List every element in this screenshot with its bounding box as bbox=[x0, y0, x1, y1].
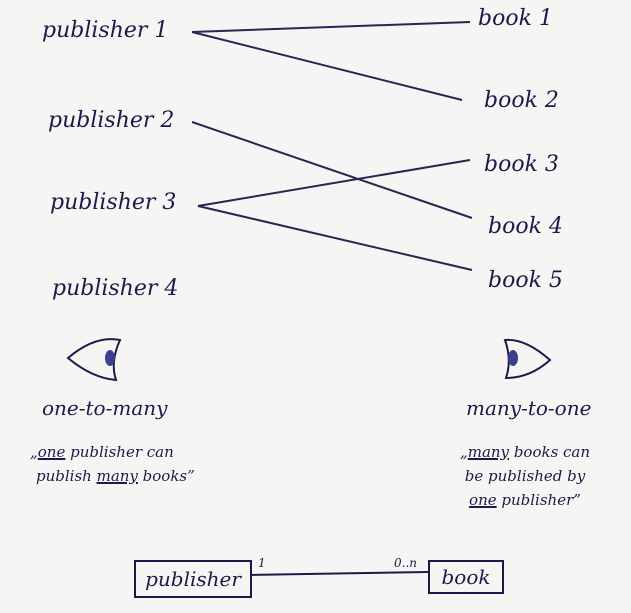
eye-icon bbox=[66, 338, 122, 382]
quote-text: „ bbox=[30, 443, 38, 461]
quote-text: publisher can bbox=[65, 443, 174, 461]
one-to-many-quote: „one publisher can publish many books” bbox=[30, 440, 195, 488]
quote-line: „one publisher can bbox=[30, 440, 195, 464]
quote-text: publisher” bbox=[496, 491, 581, 509]
publisher-node-3: publisher 3 bbox=[50, 190, 177, 215]
uml-book-label: book bbox=[441, 565, 491, 589]
eye-icon bbox=[503, 338, 552, 380]
publisher-node-4: publisher 4 bbox=[52, 276, 179, 301]
quote-line: be published by bbox=[464, 467, 586, 485]
link-p1-b1 bbox=[191, 21, 471, 33]
uml-association-line bbox=[249, 571, 429, 576]
quote-line: „many books can bbox=[430, 440, 620, 464]
quote-text: publish bbox=[36, 467, 97, 485]
book-node-4: book 4 bbox=[488, 214, 563, 239]
quote-emphasis: many bbox=[467, 443, 510, 461]
quote-emphasis: many bbox=[96, 467, 138, 485]
one-to-many-title: one-to-many bbox=[42, 396, 168, 420]
link-p3-b5 bbox=[197, 205, 473, 271]
quote-emphasis: one bbox=[469, 491, 497, 509]
link-p2-b4 bbox=[191, 121, 473, 219]
many-to-one-title: many-to-one bbox=[466, 396, 592, 420]
link-p3-b3 bbox=[197, 159, 471, 207]
quote-emphasis: one bbox=[37, 443, 66, 461]
link-p1-b2 bbox=[191, 31, 463, 101]
uml-publisher-label: publisher bbox=[145, 567, 241, 591]
quote-line: publish many books” bbox=[30, 464, 195, 488]
book-node-1: book 1 bbox=[478, 6, 553, 31]
publisher-node-1: publisher 1 bbox=[42, 18, 169, 43]
book-node-5: book 5 bbox=[488, 268, 563, 293]
uml-right-cardinality: 0..n bbox=[394, 556, 417, 570]
quote-text: „ bbox=[459, 443, 468, 461]
quote-text: books” bbox=[137, 467, 195, 485]
uml-publisher-box: publisher bbox=[134, 560, 252, 598]
uml-left-cardinality: 1 bbox=[258, 556, 266, 570]
publisher-node-2: publisher 2 bbox=[48, 108, 175, 133]
many-to-one-quote: „many books can be published by one publ… bbox=[430, 440, 620, 512]
quote-text: books can bbox=[509, 443, 591, 461]
quote-line: one publisher” bbox=[430, 488, 620, 512]
uml-book-box: book bbox=[428, 560, 504, 594]
book-node-2: book 2 bbox=[484, 88, 559, 113]
book-node-3: book 3 bbox=[484, 152, 559, 177]
